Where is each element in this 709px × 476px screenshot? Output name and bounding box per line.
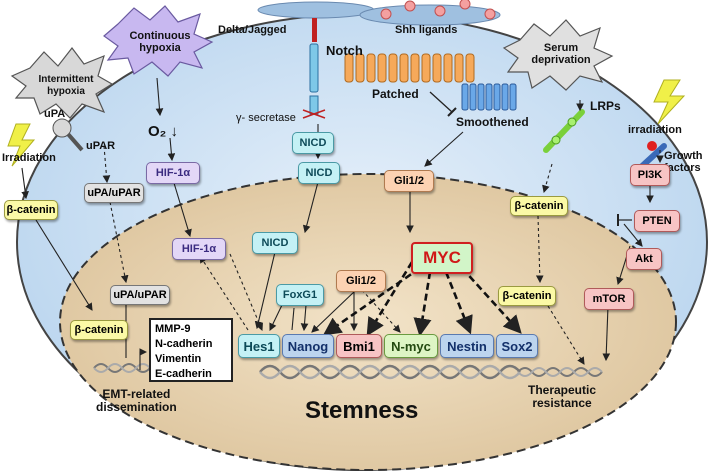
oxygen-decrease-label: O₂ ↓	[148, 123, 178, 140]
upa-upar-cytoplasm-box: uPA/uPAR	[84, 183, 144, 203]
beta-catenin-left-cytoplasm-box: β-catenin	[4, 200, 58, 220]
shh-ligand	[434, 5, 446, 17]
pten-box: PTEN	[634, 210, 680, 232]
shh-ligand	[484, 8, 496, 20]
hif1a-nucleus-box: HIF-1α	[172, 238, 226, 260]
target-gene-box: N-myc	[384, 334, 438, 358]
patched-inhibits-smoothened	[429, 91, 453, 113]
intermittent-hypoxia-star	[10, 47, 114, 119]
emt-dissemination-label: EMT-related dissemination	[96, 387, 177, 415]
emt-marker: Vimentin	[155, 353, 202, 365]
target-gene-box: Nanog	[282, 334, 334, 358]
nicd-box-1: NICD	[292, 132, 334, 154]
notch-label: Notch	[326, 43, 363, 58]
growth-factor-ball	[647, 141, 657, 151]
upa-label: uPA	[44, 108, 66, 120]
emt-marker: MMP-9	[155, 323, 191, 335]
notch-receptor-tail	[309, 95, 319, 115]
mtor-box: mTOR	[584, 288, 634, 310]
shh-ligand	[380, 8, 392, 20]
growth-factors-label: Growth factors	[664, 150, 703, 175]
foxg1-box: FoxG1	[276, 284, 324, 306]
lightning-bolt-icon	[7, 123, 36, 167]
upa-upar-nucleus-box: uPA/uPAR	[110, 285, 170, 305]
serum-deprivation-label: Serum deprivation	[531, 42, 591, 66]
emt-marker: E-cadherin	[155, 368, 212, 380]
therapeutic-resistance-label: Therapeutic resistance	[528, 383, 597, 411]
nicd-box-2: NICD	[298, 162, 340, 184]
lrps-label: LRPs	[590, 99, 621, 113]
notch-ligand-cell	[257, 1, 375, 19]
target-gene-box: Nestin	[440, 334, 494, 358]
patched-receptor	[344, 53, 475, 83]
hif1a-cytoplasm-box: HIF-1α	[146, 162, 200, 184]
irradiation-right-label: irradiation	[628, 124, 682, 136]
gli-nucleus-box: Gli1/2	[336, 270, 386, 292]
patched-label: Patched	[372, 87, 419, 101]
continuous-hypoxia-star	[103, 5, 214, 77]
myc-box: MYC	[411, 242, 473, 274]
upa-ball	[52, 118, 72, 138]
shh-ligand	[404, 0, 416, 12]
beta-catenin-left-nucleus-box: β-catenin	[70, 320, 128, 340]
shh-ligand	[459, 0, 471, 10]
stemness-label: Stemness	[305, 397, 419, 424]
notch-receptor	[309, 43, 319, 93]
nicd-nucleus-box: NICD	[252, 232, 298, 254]
target-gene-box: Bmi1	[336, 334, 382, 358]
target-gene-box: Sox2	[496, 334, 538, 358]
gamma-secretase-label: γ- secretase	[236, 112, 296, 124]
intermittent-hypoxia-label: Intermittent hypoxia	[38, 74, 94, 97]
gli-cytoplasm-box: Gli1/2	[384, 170, 434, 192]
lrp-receptor	[543, 109, 585, 153]
shh-ligand-cell	[359, 4, 501, 26]
continuous-hypoxia-label: Continuous hypoxia	[129, 30, 191, 54]
pi3k-box: PI3K	[630, 164, 670, 186]
dna-strand	[259, 364, 521, 380]
gamma-secretase-cut	[302, 109, 326, 119]
delta-jagged-label: Delta/Jagged	[218, 24, 287, 36]
beta-catenin-right-cytoplasm-box: β-catenin	[510, 196, 568, 216]
lightning-bolt-icon	[653, 79, 686, 125]
target-gene-box: Hes1	[238, 334, 280, 358]
shh-ligands-label: Shh ligands	[395, 24, 458, 36]
smoothened-label: Smoothened	[456, 115, 529, 129]
upar-label: uPAR	[86, 140, 116, 152]
emt-marker: N-cadherin	[155, 338, 213, 350]
emt-markers-box: MMP-9 N-cadherin Vimentin E-cadherin	[149, 318, 233, 382]
beta-catenin-right-nucleus-box: β-catenin	[498, 286, 556, 306]
serum-deprivation-star	[502, 19, 614, 91]
smoothened-receptor	[461, 83, 517, 111]
akt-box: Akt	[626, 248, 662, 270]
irradiation-left-label: Irradiation	[2, 152, 56, 164]
delta-jagged-ligand	[312, 18, 317, 42]
upar-stalk	[66, 132, 84, 152]
